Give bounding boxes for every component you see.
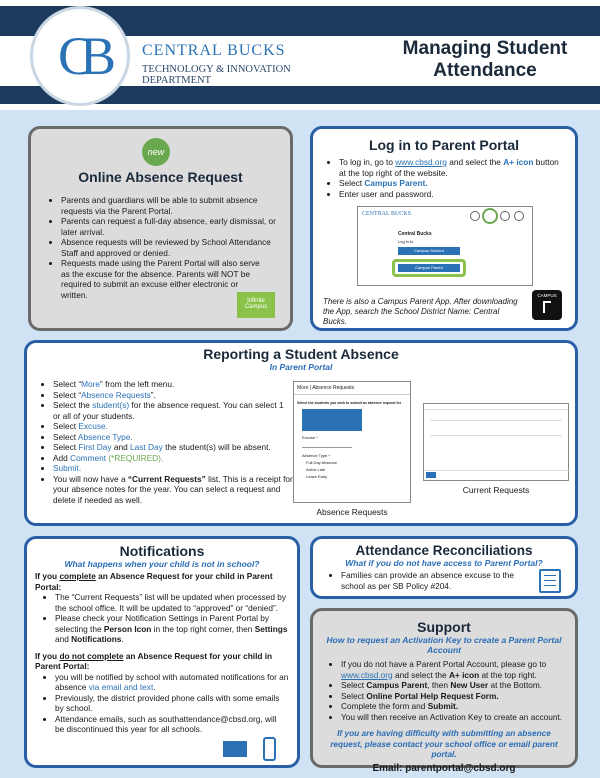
absence-requests-screenshot: More | Absence Requests Select the stude… [293, 381, 411, 503]
new-badge: new [142, 138, 170, 166]
list-item: Absence requests will be reviewed by Sch… [61, 237, 276, 258]
support-title: Support [417, 619, 471, 635]
campus-app-icon: CAMPUS [532, 290, 562, 320]
online-absence-card: Online Absence Request Parents and guard… [28, 126, 293, 331]
cbsd-link[interactable]: www.cbsd.org [395, 157, 447, 167]
support-email[interactable]: Email: parentportal@cbsd.org [372, 762, 516, 774]
list-item: Previously, the district provided phone … [55, 693, 289, 714]
list-item: Select First Day and Last Day the studen… [53, 442, 293, 453]
current-requests-caption: Current Requests [462, 485, 530, 495]
support-note: If you are having difficulty with submit… [330, 728, 558, 759]
login-title: Log in to Parent Portal [368, 137, 520, 153]
form-icon [539, 569, 561, 593]
org-name-block: CENTRAL BUCKS TECHNOLOGY & INNOVATION DE… [142, 42, 327, 86]
support-card: Support How to request an Activation Key… [310, 608, 578, 774]
list-item: Submit. [53, 463, 293, 474]
envelope-icon [223, 741, 247, 757]
list-item: Select Campus Parent, then New User at t… [341, 680, 565, 691]
notif-incomplete-heading: If you do not complete an Absence Reques… [35, 650, 273, 672]
reconciliations-subtitle: What if you do not have access to Parent… [345, 558, 543, 568]
list-item: Please check your Notification Settings … [55, 613, 289, 645]
list-item: Attendance emails, such as southattendan… [55, 714, 289, 735]
online-absence-title: Online Absence Request [78, 169, 243, 185]
list-item: Select Absence Type. [53, 432, 293, 443]
current-requests-screenshot [423, 403, 570, 481]
reconciliations-card: Attendance Reconciliations What if you d… [310, 536, 578, 599]
notifications-card: Notifications What happens when your chi… [24, 536, 300, 768]
org-dept: TECHNOLOGY & INNOVATION DEPARTMENT [142, 64, 291, 86]
app-note: There is also a Campus Parent App. After… [323, 297, 518, 326]
support-subtitle: How to request an Activation Key to crea… [326, 635, 562, 655]
list-item: Families can provide an absence excuse t… [341, 570, 525, 591]
notif-complete-heading: If you complete an Absence Request for y… [35, 571, 273, 592]
reporting-card: Reporting a Student Absence In Parent Po… [24, 340, 578, 526]
list-item: If you do not have a Parent Portal Accou… [341, 659, 565, 680]
reporting-title: Reporting a Student Absence [203, 346, 399, 362]
absence-requests-caption: Absence Requests [316, 507, 388, 517]
notifications-title: Notifications [119, 543, 205, 559]
list-item: you will be notified by school with auto… [55, 672, 289, 693]
district-logo: CB [30, 6, 130, 106]
website-screenshot: CENTRAL BUCKS Central Bucks Log in to Ca… [357, 206, 533, 286]
infinite-campus-icon: Infinite Campus [237, 292, 275, 318]
list-item: Select Campus Parent. [339, 178, 567, 189]
header: CB CENTRAL BUCKS TECHNOLOGY & INNOVATION… [0, 0, 600, 110]
page-title: Managing Student Attendance [380, 38, 590, 84]
list-item: Select “Absence Requests”. [53, 390, 293, 401]
list-item: Add Comment (*REQUIRED). [53, 453, 293, 464]
list-item: To log in, go to www.cbsd.org and select… [339, 157, 567, 178]
list-item: Select Online Portal Help Request Form. [341, 691, 565, 702]
list-item: Parents and guardians will be able to su… [61, 195, 276, 216]
notifications-subtitle: What happens when your child is not in s… [64, 559, 260, 569]
org-name: CENTRAL BUCKS [142, 42, 286, 59]
phone-icon [263, 737, 276, 761]
reconciliations-title: Attendance Reconciliations [355, 543, 533, 558]
list-item: Select Excuse. [53, 421, 293, 432]
list-item: You will then receive an Activation Key … [341, 712, 565, 723]
list-item: Requests made using the Parent Portal wi… [61, 258, 276, 300]
list-item: Select “More” from the left menu. [53, 379, 293, 390]
header-band-bottom [0, 86, 600, 104]
reporting-subtitle: In Parent Portal [269, 362, 333, 372]
list-item: Select the student(s) for the absence re… [53, 400, 293, 421]
login-card: Log in to Parent Portal To log in, go to… [310, 126, 578, 331]
a-plus-icon [482, 208, 498, 224]
list-item: The “Current Requests” list will be upda… [55, 592, 289, 613]
cbsd-link[interactable]: www.cbsd.org [341, 669, 393, 680]
list-item: Complete the form and Submit. [341, 701, 565, 712]
list-item: Parents can request a full-day absence, … [61, 216, 276, 237]
list-item: You will now have a “Current Requests” l… [53, 474, 293, 506]
list-item: Enter user and password. [339, 189, 567, 200]
